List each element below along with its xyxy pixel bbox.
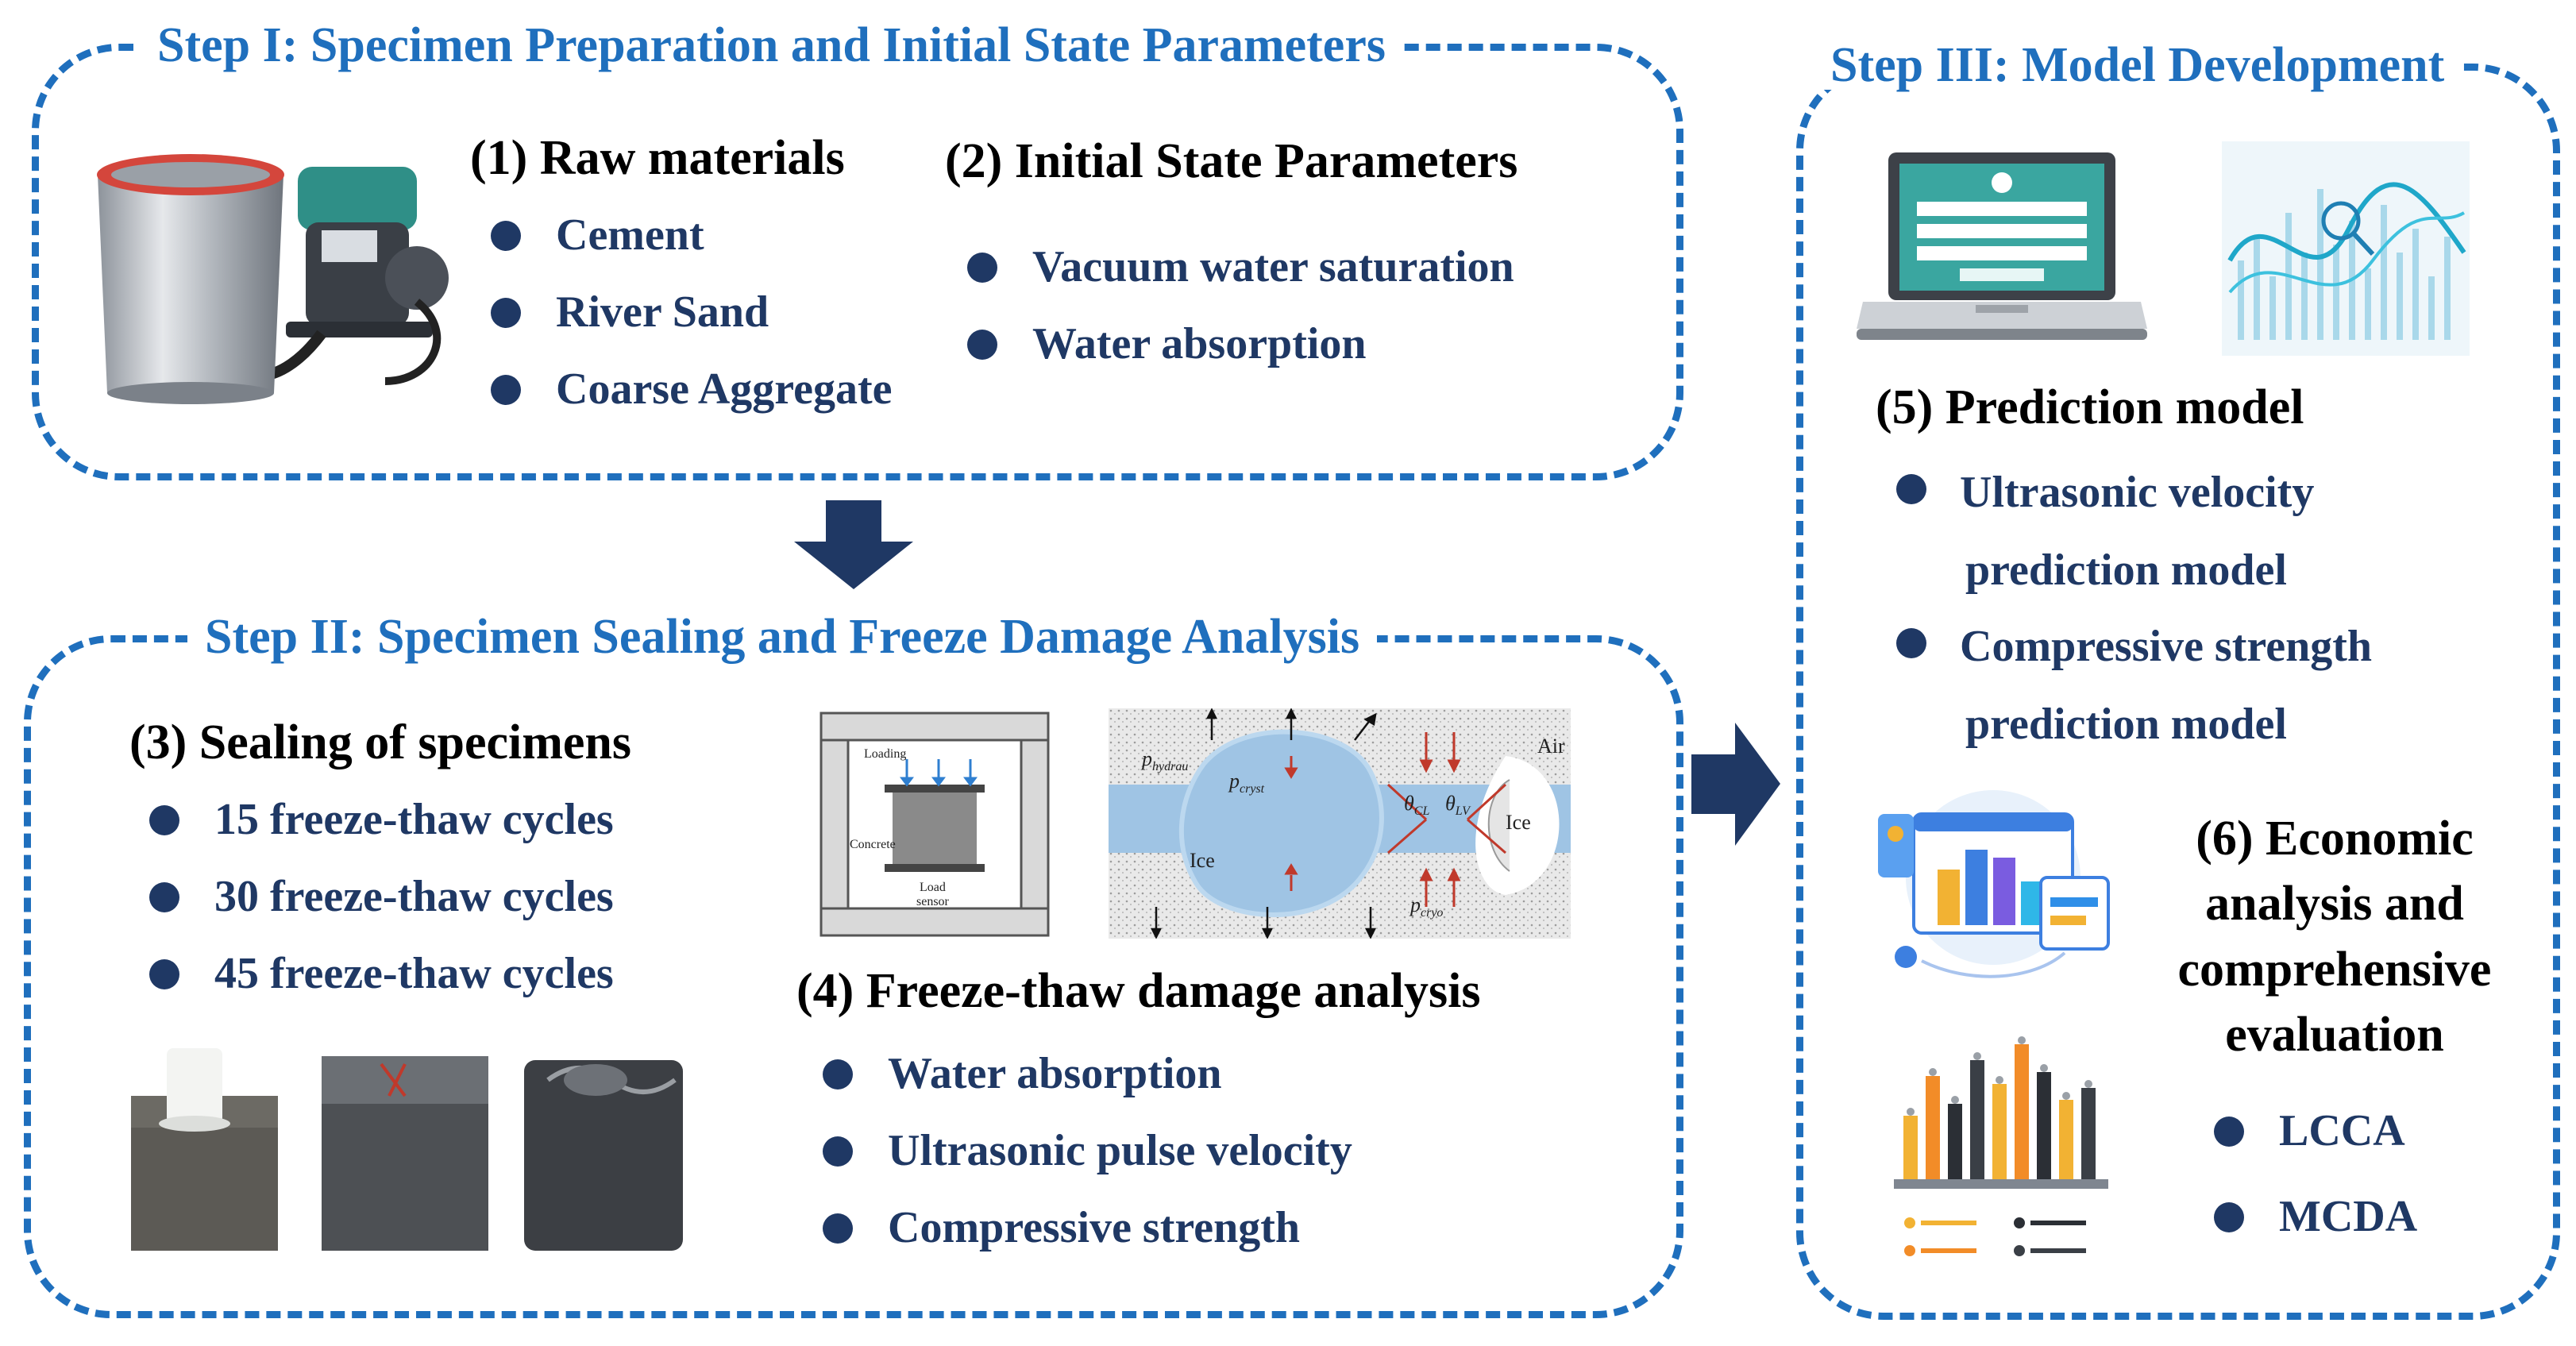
list-item: Compressive strength — [818, 1205, 1352, 1250]
arrow-down-icon — [794, 500, 913, 589]
loading-schematic-image: Loading Concrete Load sensor — [819, 712, 1050, 937]
list-item: Water absorption — [962, 322, 1514, 366]
pore-pressure-schematic-image: phydrau pcryst pcryo θCL θLV Ice Ice Air — [1109, 708, 1571, 939]
ice-left-label: Ice — [1190, 849, 1215, 872]
bullet-icon — [967, 253, 997, 283]
raw-materials-title: (1) Raw materials — [470, 131, 845, 185]
list-item: River Sand — [486, 290, 893, 334]
step1-title: Step I: Specimen Preparation and Initial… — [140, 21, 1403, 70]
prediction-model-title: (5) Prediction model — [1876, 380, 2304, 434]
sealing-list: 15 freeze-thaw cycles 30 freeze-thaw cyc… — [145, 797, 614, 996]
p-cryo-label: pcryo — [1409, 893, 1443, 920]
damage-analysis-list: Water absorption Ultrasonic pulse veloci… — [818, 1051, 1352, 1250]
list-item: Water absorption — [818, 1051, 1352, 1096]
bullet-icon — [149, 805, 179, 835]
list-item: LCCA — [2209, 1109, 2417, 1153]
bullet-icon — [823, 1059, 853, 1090]
list-item: Cement — [486, 213, 893, 257]
prediction-bullet-1 — [1896, 474, 1926, 504]
step3-title: Step III: Model Development — [1813, 40, 2462, 90]
economic-title: (6) Economic analysis and comprehensive … — [2144, 806, 2525, 1068]
specimen-unsealed-image — [131, 1048, 278, 1251]
list-item: Coarse Aggregate — [486, 367, 893, 411]
concrete-label: Concrete — [850, 838, 896, 851]
arrow-right-icon — [1691, 723, 1780, 846]
economic-title-line1: (6) Economic — [2196, 812, 2474, 866]
list-item: Vacuum water saturation — [962, 245, 1514, 289]
load-sensor-label-1: Load — [920, 881, 946, 894]
p-hydrau-label: phydrau — [1140, 747, 1188, 773]
ice-right-label: Ice — [1506, 811, 1531, 834]
step2-title: Step II: Specimen Sealing and Freeze Dam… — [187, 612, 1378, 661]
bullet-icon — [823, 1136, 853, 1167]
initial-state-title: (2) Initial State Parameters — [945, 134, 1518, 188]
bullet-icon — [149, 882, 179, 912]
initial-state-list: Vacuum water saturation Water absorption — [962, 245, 1514, 366]
prediction-item-1-line2: prediction model — [1965, 546, 2287, 595]
prediction-item-2-line2: prediction model — [1965, 700, 2287, 749]
bullet-icon — [491, 298, 521, 328]
bullet-icon — [491, 375, 521, 405]
economic-list: LCCA MCDA — [2209, 1109, 2417, 1239]
economic-title-line3: comprehensive — [2177, 942, 2492, 997]
bullet-icon — [2214, 1117, 2244, 1147]
list-item: 45 freeze-thaw cycles — [145, 951, 614, 996]
prediction-item-1-line1: Ultrasonic velocity — [1960, 468, 2315, 517]
sealing-title: (3) Sealing of specimens — [129, 715, 632, 769]
specimen-taped-image — [322, 1056, 488, 1251]
specimen-photos — [131, 1048, 683, 1251]
economic-title-line4: evaluation — [2225, 1008, 2444, 1063]
data-chart-image — [2222, 141, 2470, 356]
laptop-icon — [1857, 152, 2147, 340]
specimen-bagged-image — [524, 1060, 683, 1251]
load-sensor-label-2: sensor — [916, 895, 950, 908]
bullet-icon — [823, 1213, 853, 1244]
bullet-icon — [149, 959, 179, 989]
bullet-icon — [967, 330, 997, 360]
bar-chart-illustration — [1894, 1036, 2108, 1256]
damage-analysis-title: (4) Freeze-thaw damage analysis — [796, 964, 1481, 1018]
raw-materials-list: Cement River Sand Coarse Aggregate — [486, 213, 893, 411]
air-label: Air — [1537, 735, 1565, 758]
vacuum-equipment-image — [97, 154, 449, 404]
prediction-bullet-2 — [1896, 628, 1926, 658]
list-item: 15 freeze-thaw cycles — [145, 797, 614, 842]
bullet-icon — [2214, 1202, 2244, 1232]
loading-label: Loading — [864, 747, 906, 761]
theta-lv-label: θLV — [1445, 792, 1471, 818]
dashboard-illustration — [1878, 790, 2110, 978]
list-item: Ultrasonic pulse velocity — [818, 1128, 1352, 1173]
p-cryst-label: pcryst — [1228, 769, 1265, 796]
list-item: 30 freeze-thaw cycles — [145, 874, 614, 919]
theta-cl-label: θCL — [1404, 792, 1429, 818]
bullet-icon — [491, 221, 521, 251]
prediction-item-2-line1: Compressive strength — [1960, 622, 2373, 671]
list-item: MCDA — [2209, 1194, 2417, 1239]
economic-title-line2: analysis and — [2205, 877, 2464, 931]
